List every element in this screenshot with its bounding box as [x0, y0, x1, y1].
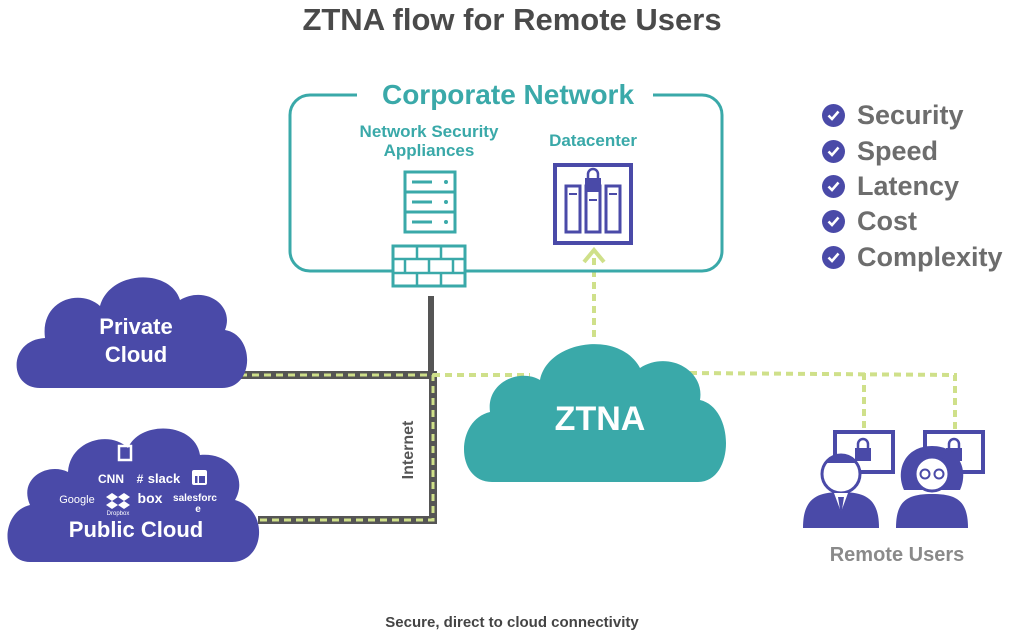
benefit-item: Latency [822, 169, 1003, 204]
benefit-item: Speed [822, 133, 1003, 168]
logo-salesforce-line2: e [195, 504, 201, 515]
benefit-label: Complexity [857, 241, 1003, 272]
public-cloud: CNN # slack Google Dropbox box salesforc… [7, 428, 260, 562]
logo-box: box [138, 490, 163, 506]
corporate-network-label: Corporate Network [382, 79, 634, 110]
check-circle-icon [822, 139, 845, 163]
private-cloud-line1: Private [99, 314, 172, 339]
ztna-cloud: ZTNA [463, 344, 727, 482]
linkedin-icon [192, 470, 207, 485]
ztna-to-users-line [689, 371, 957, 430]
remote-users-illustration: Remote Users [803, 430, 985, 566]
check-circle-icon [822, 104, 845, 128]
datacenter-icon [553, 163, 633, 245]
remote-users-label: Remote Users [830, 544, 965, 566]
office-icon [117, 444, 133, 462]
diagram-caption: Secure, direct to cloud connectivity [385, 614, 639, 631]
check-circle-icon [822, 174, 845, 198]
male-user-icon [803, 453, 879, 528]
appliances-label-line2: Appliances [384, 141, 475, 160]
logo-slack: slack [148, 471, 181, 486]
logo-dropbox: Dropbox [107, 511, 130, 517]
dropbox-icon [106, 493, 130, 509]
benefit-label: Cost [857, 206, 917, 237]
diagram-title: ZTNA flow for Remote Users [302, 2, 722, 37]
logo-google: Google [59, 494, 94, 506]
check-circle-icon [822, 210, 845, 234]
connection-lines [240, 246, 957, 524]
benefit-item: Complexity [822, 240, 1003, 275]
benefits-list: Security Speed Latency Cost Complexity [822, 98, 1003, 275]
internet-label: Internet [400, 420, 417, 479]
benefit-item: Cost [822, 204, 1003, 239]
monitor-icon [833, 430, 895, 474]
datacenter-label: Datacenter [549, 131, 637, 150]
firewall-icon [391, 244, 467, 288]
slack-hash-icon: # [137, 472, 144, 486]
ztna-datacenter-arrow [582, 246, 606, 264]
public-cloud-label: Public Cloud [69, 517, 203, 542]
appliances-label-line1: Network Security [360, 122, 499, 141]
benefit-label: Latency [857, 170, 960, 201]
server-appliance-icon [403, 170, 457, 234]
female-user-icon [896, 446, 968, 528]
private-cloud-internet-dash [240, 373, 435, 522]
logo-cnn: CNN [98, 472, 124, 486]
private-cloud: Private Cloud [16, 277, 248, 388]
corporate-network-box: Corporate Network Network Security Appli… [288, 79, 724, 273]
benefit-label: Speed [857, 135, 939, 166]
ztna-label: ZTNA [555, 400, 646, 438]
private-cloud-line2: Cloud [105, 342, 167, 367]
benefit-item: Security [822, 98, 1003, 133]
logo-salesforce-line1: salesforc [173, 493, 217, 504]
benefit-label: Security [857, 100, 964, 131]
check-circle-icon [822, 245, 845, 269]
